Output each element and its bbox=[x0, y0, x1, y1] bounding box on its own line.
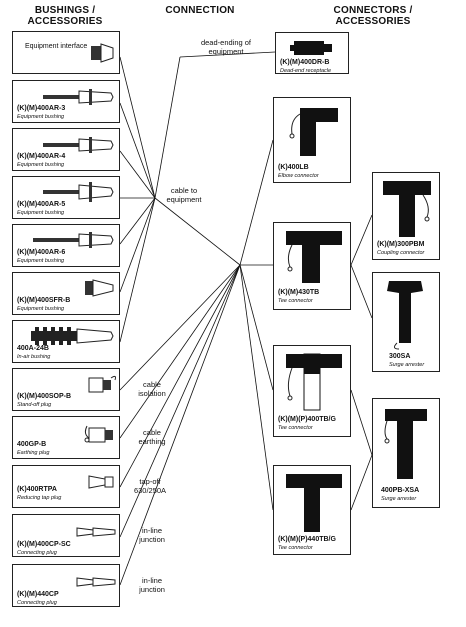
equipment-interface-icon bbox=[91, 43, 114, 63]
item-desc: Surge arrester bbox=[381, 496, 417, 502]
item-desc: Tee connector bbox=[278, 545, 313, 551]
item-desc: Dead-end receptacle bbox=[280, 68, 332, 74]
connecting-plug-icon bbox=[76, 527, 116, 537]
item-desc: Tee connector bbox=[278, 425, 313, 431]
dead-end-receptacle-icon bbox=[290, 41, 332, 55]
label-tap-off: tap-off 630/250A bbox=[133, 477, 167, 495]
item-desc: Stand-off plug bbox=[17, 402, 52, 408]
header-connectors: CONNECTORS / ACCESSORIES bbox=[333, 5, 413, 27]
bushing-icon bbox=[43, 182, 114, 202]
right-box-300pbm[interactable]: (K)(M)300PBM Coupling connector bbox=[372, 172, 440, 260]
item-code: (K)(M)400CP-SC bbox=[17, 541, 71, 548]
item-code: (K)(M)440CP bbox=[17, 591, 59, 598]
mid-box-400lb[interactable]: (K)400LB Elbow connector bbox=[273, 97, 351, 183]
label-cable-isolation: cable isolation bbox=[138, 380, 166, 398]
surge-arrester-icon bbox=[384, 409, 427, 479]
mid-box-400dr-b[interactable]: (K)(M)400DR-B Dead-end receptacle bbox=[275, 32, 349, 74]
in-air-bushing-icon bbox=[31, 327, 114, 345]
tap-plug-icon bbox=[88, 475, 114, 489]
item-desc: Tee connector bbox=[278, 298, 313, 304]
item-code: (K)(M)400DR-B bbox=[280, 59, 330, 66]
label-cable-to-equipment: cable to equipment bbox=[166, 186, 202, 204]
item-desc: Elbow connector bbox=[278, 173, 319, 179]
item-code: (K)(M)400AR-3 bbox=[17, 105, 66, 112]
tee-connector-icon bbox=[286, 353, 342, 411]
right-box-400pb-xsa[interactable]: 400PB-XSA Surge arrester bbox=[372, 398, 440, 508]
item-code: (K)(M)400SFR-B bbox=[17, 297, 71, 304]
item-desc: Equipment bushing bbox=[17, 258, 65, 264]
left-box-400a-24b[interactable]: 400A-24B In-air bushing bbox=[12, 320, 120, 363]
surge-arrester-icon bbox=[387, 281, 423, 350]
item-code: (K)(M)400AR-5 bbox=[17, 201, 66, 208]
left-box-equipment-interface[interactable]: Equipment interface bbox=[12, 31, 120, 74]
label-cable-earthing: cable earthing bbox=[138, 428, 166, 446]
connecting-plug-icon bbox=[76, 577, 116, 587]
item-code: 400A-24B bbox=[17, 345, 49, 352]
mid-box-440tb-g[interactable]: (K)(M)(P)440TB/G Tee connector bbox=[273, 465, 351, 555]
item-desc: In-air bushing bbox=[17, 354, 51, 360]
label-inline-junction-1: in-line junction bbox=[139, 526, 165, 544]
earthing-plug-icon bbox=[84, 425, 113, 443]
item-code: 400PB-XSA bbox=[381, 487, 420, 494]
item-desc: Connecting plug bbox=[17, 600, 57, 606]
left-box-400rtpa[interactable]: (K)400RTPA Reducing tap plug bbox=[12, 465, 120, 508]
left-box-400cp-sc[interactable]: (K)(M)400CP-SC Connecting plug bbox=[12, 514, 120, 557]
label-dead-ending: dead-ending of equipment bbox=[200, 38, 252, 56]
left-box-400gp-b[interactable]: 400GP-B Earthing plug bbox=[12, 416, 120, 459]
item-code: (K)(M)400SOP-B bbox=[17, 393, 72, 400]
item-desc: Reducing tap plug bbox=[17, 495, 62, 501]
elbow-connector-icon bbox=[289, 108, 338, 156]
left-box-400sop-b[interactable]: (K)(M)400SOP-B Stand-off plug bbox=[12, 368, 120, 411]
item-desc: Earthing plug bbox=[17, 450, 50, 456]
item-code: (K)(M)430TB bbox=[278, 289, 320, 296]
item-code: 300SA bbox=[389, 353, 411, 360]
item-desc: Surge arrester bbox=[389, 362, 425, 368]
item-desc: Connecting plug bbox=[17, 550, 57, 556]
item-desc: Coupling connector bbox=[377, 250, 425, 256]
tee-connector-icon bbox=[286, 231, 342, 283]
item-code: (K)(M)400AR-4 bbox=[17, 153, 66, 160]
item-code: (K)(M)(P)400TB/G bbox=[278, 416, 336, 423]
bushing-icon bbox=[43, 137, 114, 153]
coupling-connector-icon bbox=[383, 181, 431, 237]
item-code: (K)(M)300PBM bbox=[377, 241, 425, 248]
stand-off-plug-icon bbox=[88, 375, 116, 393]
item-desc: Equipment bushing bbox=[17, 210, 65, 216]
tee-connector-icon bbox=[286, 474, 342, 532]
left-box-440cp[interactable]: (K)(M)440CP Connecting plug bbox=[12, 564, 120, 607]
item-code: (K)400LB bbox=[278, 164, 309, 171]
mid-box-400tb-g[interactable]: (K)(M)(P)400TB/G Tee connector bbox=[273, 345, 351, 437]
item-code: (K)400RTPA bbox=[17, 486, 57, 493]
header-bushings: BUSHINGS / ACCESSORIES bbox=[27, 5, 103, 27]
left-box-400sfr-b[interactable]: (K)(M)400SFR-B Equipment bushing bbox=[12, 272, 120, 315]
item-desc: Equipment bushing bbox=[17, 114, 65, 120]
right-box-300sa[interactable]: 300SA Surge arrester bbox=[372, 272, 440, 372]
header-connection: CONNECTION bbox=[165, 5, 235, 16]
item-code: 400GP-B bbox=[17, 441, 47, 448]
bushing-icon bbox=[33, 232, 114, 248]
label-inline-junction-2: in-line junction bbox=[139, 576, 165, 594]
bushing-icon bbox=[43, 89, 114, 105]
bushing-icon bbox=[85, 279, 114, 297]
item-desc: Equipment bushing bbox=[17, 306, 65, 312]
mid-box-430tb[interactable]: (K)(M)430TB Tee connector bbox=[273, 222, 351, 310]
item-desc: Equipment bushing bbox=[17, 162, 65, 168]
item-code: Equipment interface bbox=[25, 43, 88, 50]
item-code: (K)(M)(P)440TB/G bbox=[278, 536, 336, 543]
item-code: (K)(M)400AR-6 bbox=[17, 249, 66, 256]
